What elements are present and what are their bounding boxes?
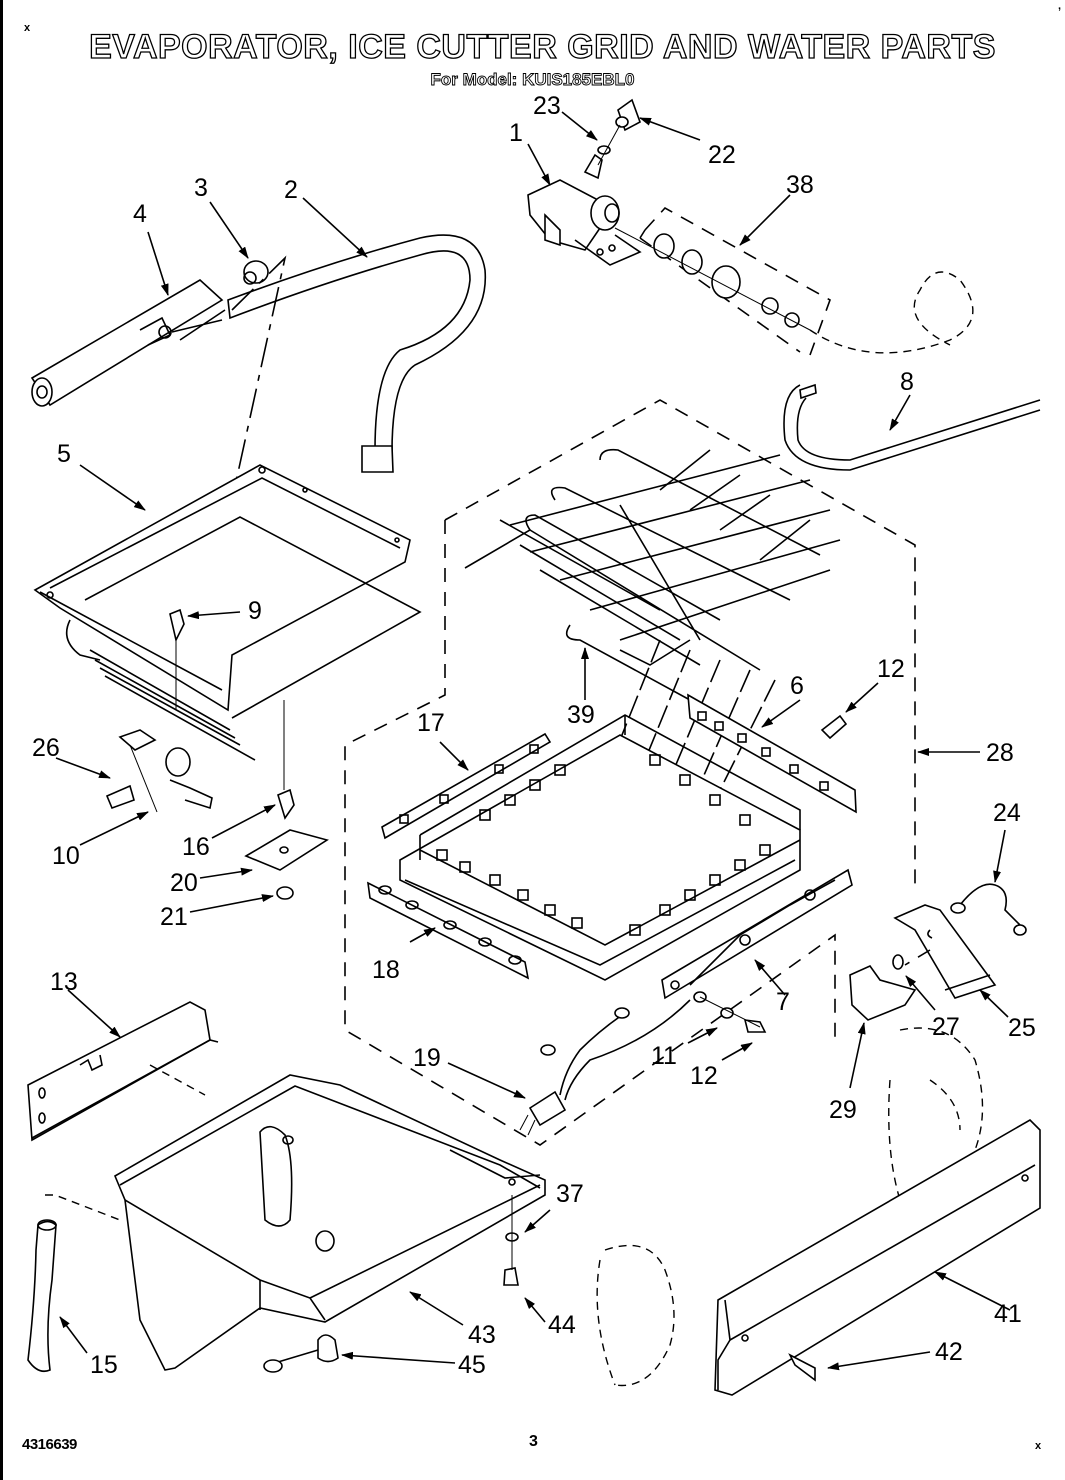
- callout-label-16[interactable]: 16: [182, 833, 210, 861]
- callout-label-19[interactable]: 19: [413, 1044, 441, 1072]
- callout-label-12-lower[interactable]: 12: [690, 1062, 718, 1090]
- part-cover[interactable]: [850, 966, 915, 1020]
- part-washer-11[interactable]: [694, 992, 733, 1018]
- callout-label-18[interactable]: 18: [372, 956, 400, 984]
- callout-label-23[interactable]: 23: [533, 92, 561, 120]
- callout-label-6[interactable]: 6: [790, 672, 804, 700]
- callout-label-38[interactable]: 38: [786, 171, 814, 199]
- part-water-valve[interactable]: [528, 155, 640, 265]
- callout-label-24[interactable]: 24: [993, 799, 1021, 827]
- document-number: 4316639: [22, 1436, 77, 1453]
- callout-label-13[interactable]: 13: [50, 968, 78, 996]
- part-evaporator-coil[interactable]: [465, 450, 840, 700]
- callout-label-26[interactable]: 26: [32, 734, 60, 762]
- part-bracket-13[interactable]: [28, 1002, 218, 1140]
- callout-label-8[interactable]: 8: [900, 368, 914, 396]
- part-valve-fitting-kit[interactable]: [615, 208, 830, 355]
- callout-label-44[interactable]: 44: [548, 1311, 576, 1339]
- callout-label-29[interactable]: 29: [829, 1096, 857, 1124]
- callout-label-25[interactable]: 25: [1008, 1014, 1036, 1042]
- part-water-tube[interactable]: [784, 385, 1040, 470]
- callout-label-39[interactable]: 39: [567, 701, 595, 729]
- callout-label-12-upper[interactable]: 12: [877, 655, 905, 683]
- callout-label-21[interactable]: 21: [160, 903, 188, 931]
- part-screw-26[interactable]: [107, 786, 134, 808]
- part-thermistor[interactable]: [264, 1335, 338, 1372]
- corner-mark-bottom-right: x: [1035, 1440, 1041, 1452]
- callout-label-9[interactable]: 9: [248, 597, 262, 625]
- part-screw-12-upper[interactable]: [822, 716, 846, 738]
- callout-label-15[interactable]: 15: [90, 1351, 118, 1379]
- callout-label-45[interactable]: 45: [458, 1351, 486, 1379]
- callout-label-37[interactable]: 37: [556, 1180, 584, 1208]
- part-front-panel[interactable]: [715, 1120, 1040, 1395]
- part-nut[interactable]: [277, 887, 293, 899]
- part-clip[interactable]: [246, 830, 327, 870]
- callout-label-7[interactable]: 7: [776, 988, 790, 1016]
- part-transformer-bracket[interactable]: [895, 905, 995, 998]
- part-wire-harness[interactable]: [951, 884, 1026, 935]
- page-number: 3: [529, 1433, 538, 1451]
- callout-label-28[interactable]: 28: [986, 739, 1014, 767]
- part-grommet[interactable]: [244, 261, 268, 284]
- callout-label-11[interactable]: 11: [651, 1042, 677, 1070]
- callout-label-27[interactable]: 27: [932, 1013, 960, 1041]
- callout-label-4[interactable]: 4: [133, 200, 147, 228]
- callout-label-22[interactable]: 22: [708, 141, 736, 169]
- part-screw-44[interactable]: [504, 1268, 518, 1285]
- align-dash: [905, 950, 930, 965]
- align-dash-15: [45, 1195, 120, 1220]
- callout-label-17[interactable]: 17: [417, 709, 445, 737]
- part-drain-hose[interactable]: [28, 1220, 56, 1371]
- callout-label-2[interactable]: 2: [284, 176, 298, 204]
- part-screw-16[interactable]: [278, 790, 294, 818]
- water-line-path: [810, 272, 973, 353]
- callout-label-5[interactable]: 5: [57, 440, 71, 468]
- callout-label-20[interactable]: 20: [170, 869, 198, 897]
- callout-label-42[interactable]: 42: [935, 1338, 963, 1366]
- callout-label-41[interactable]: 41: [994, 1300, 1022, 1328]
- callout-label-10[interactable]: 10: [52, 842, 80, 870]
- part-screw-42[interactable]: [790, 1355, 815, 1380]
- callout-label-43[interactable]: 43: [468, 1321, 496, 1349]
- callout-label-1[interactable]: 1: [509, 119, 523, 147]
- part-fill-tube-heater[interactable]: [32, 280, 222, 406]
- part-screw-12-lower[interactable]: [745, 1020, 765, 1032]
- hidden-part-outline-2: [597, 1246, 674, 1386]
- callout-label-3[interactable]: 3: [194, 174, 208, 202]
- part-plug[interactable]: [893, 955, 903, 969]
